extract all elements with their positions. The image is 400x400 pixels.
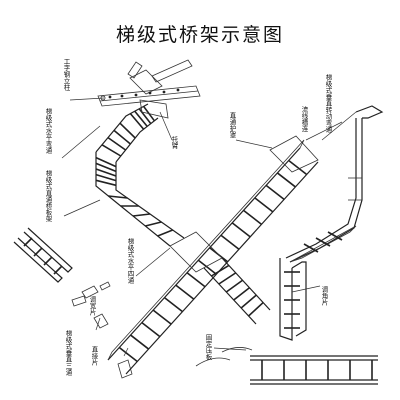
- middle-run-rung: [95, 168, 117, 177]
- upper-bend-run-rail: [95, 103, 149, 153]
- label-horizontal-bend: 梯级式水平弯通: [44, 108, 52, 154]
- middle-run-rail: [115, 162, 185, 239]
- left-short-section: [13, 227, 73, 283]
- middle-run-rung: [95, 173, 117, 182]
- upper-bend-run-rung: [113, 129, 131, 145]
- label-bracket: 托臂: [170, 136, 178, 149]
- long-diagonal-run-rung: [130, 334, 150, 350]
- long-diagonal-run-rung: [243, 209, 263, 225]
- connector-pieces: [71, 281, 133, 379]
- upper-bend-run-rung: [129, 113, 145, 130]
- long-diagonal-run-rung: [288, 159, 308, 176]
- upper-bend-run-rung: [101, 144, 122, 157]
- tee-branch-run-rail: [203, 267, 257, 325]
- label-cable-ladder-vertical: 梯级式垂直转动弯通: [324, 74, 332, 133]
- long-diagonal-run-rung: [175, 284, 195, 300]
- middle-run-rung: [95, 179, 117, 187]
- label-fixed-plate: 固定压板: [204, 334, 212, 360]
- long-diagonal-run-rung: [141, 321, 161, 338]
- long-diagonal-run-rung: [220, 234, 240, 250]
- leader-lines: [61, 97, 357, 357]
- label-adjusting-plate: 调宽片: [88, 296, 96, 316]
- middle-run-rail: [95, 152, 171, 247]
- long-diagonal-run-rung: [254, 197, 274, 213]
- long-diagonal-run-rung: [118, 346, 138, 363]
- middle-run-rung: [95, 156, 117, 168]
- long-run-side-plate: [107, 139, 305, 361]
- label-horizontal-tee: 梯级式水平四通: [126, 238, 134, 284]
- label-flow-cross: 流线槽连: [300, 106, 308, 132]
- long-diagonal-run-rung: [276, 172, 296, 188]
- long-diagonal-run-rail: [125, 161, 319, 375]
- tee-junction-plate: [169, 231, 223, 273]
- long-diagonal-run-rung: [231, 222, 251, 238]
- middle-run-rung: [108, 195, 128, 199]
- upper-bend-run-rung: [134, 110, 148, 127]
- middle-run-rung: [145, 221, 162, 227]
- main-ladder-runs: [95, 103, 319, 375]
- tee-branch-run-rung: [225, 279, 244, 293]
- tee-branch-run-rung: [248, 301, 264, 317]
- label-vertical-bend-inner: 梯级式垂直三通: [64, 330, 72, 376]
- long-diagonal-run-rung: [163, 297, 183, 313]
- long-diagonal-run-rung: [152, 309, 172, 325]
- label-straight-connector: 直接片: [90, 346, 98, 366]
- upper-bend-run-rung: [107, 136, 127, 151]
- long-diagonal-run-rail: [107, 147, 301, 361]
- label-straight-panel: 梯级式直通桥板架: [44, 170, 52, 222]
- label-work-steel: 工字钢立柱: [62, 58, 70, 91]
- upper-bend-run-rung: [138, 108, 152, 125]
- tee-branch-run-rung: [240, 294, 257, 309]
- straight-guard-cover: [269, 135, 319, 173]
- middle-run-rung: [132, 213, 151, 217]
- long-diagonal-run-rung: [186, 272, 206, 288]
- upper-bend-run-rail: [115, 117, 159, 163]
- middle-run-rung: [157, 229, 173, 237]
- label-angle-piece: 调角片: [320, 286, 328, 306]
- tee-branch-run-rail: [221, 257, 271, 311]
- vertical-tee-unit: [279, 225, 357, 341]
- tee-branch-run-rung: [233, 287, 250, 301]
- tee-branch-run-rung: [218, 272, 237, 285]
- diagram-title: 梯级式桥架示意图: [115, 24, 284, 46]
- steel-column: [97, 59, 201, 119]
- upper-bend-run-rung: [119, 122, 136, 139]
- long-diagonal-run-rung: [197, 259, 217, 275]
- label-straight-guard: 直通护罩: [228, 112, 236, 138]
- bottom-straight-piece: [195, 347, 378, 385]
- middle-run-rung: [95, 162, 117, 173]
- tee-branch-run-rung: [211, 264, 230, 277]
- long-diagonal-run-rung: [265, 184, 285, 201]
